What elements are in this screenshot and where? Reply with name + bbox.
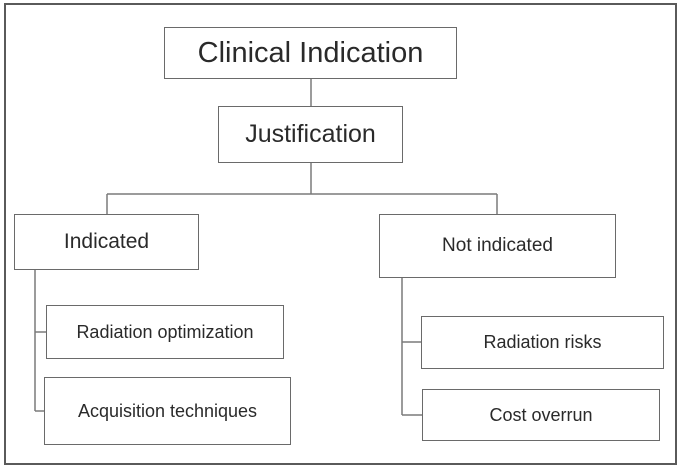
node-clinical-indication: Clinical Indication — [164, 27, 457, 79]
node-cost-overrun-label: Cost overrun — [489, 404, 593, 425]
node-justification: Justification — [218, 106, 403, 163]
node-acquisition-techniques: Acquisition techniques — [44, 377, 291, 445]
node-radiation-risks-label: Radiation risks — [483, 332, 602, 352]
node-indicated-label: Indicated — [63, 230, 150, 253]
node-radiation-optimization-label: Radiation optimization — [76, 321, 254, 342]
node-not-indicated: Not indicated — [379, 214, 616, 278]
node-cost-overrun: Cost overrun — [422, 389, 660, 441]
node-indicated: Indicated — [14, 214, 199, 270]
node-not-indicated-label: Not indicated — [442, 235, 553, 256]
node-acquisition-techniques-label: Acquisition techniques — [77, 400, 258, 421]
node-radiation-optimization: Radiation optimization — [46, 305, 284, 359]
node-justification-label: Justification — [245, 120, 376, 148]
node-clinical-indication-label: Clinical Indication — [197, 36, 424, 69]
node-radiation-risks: Radiation risks — [421, 316, 664, 369]
